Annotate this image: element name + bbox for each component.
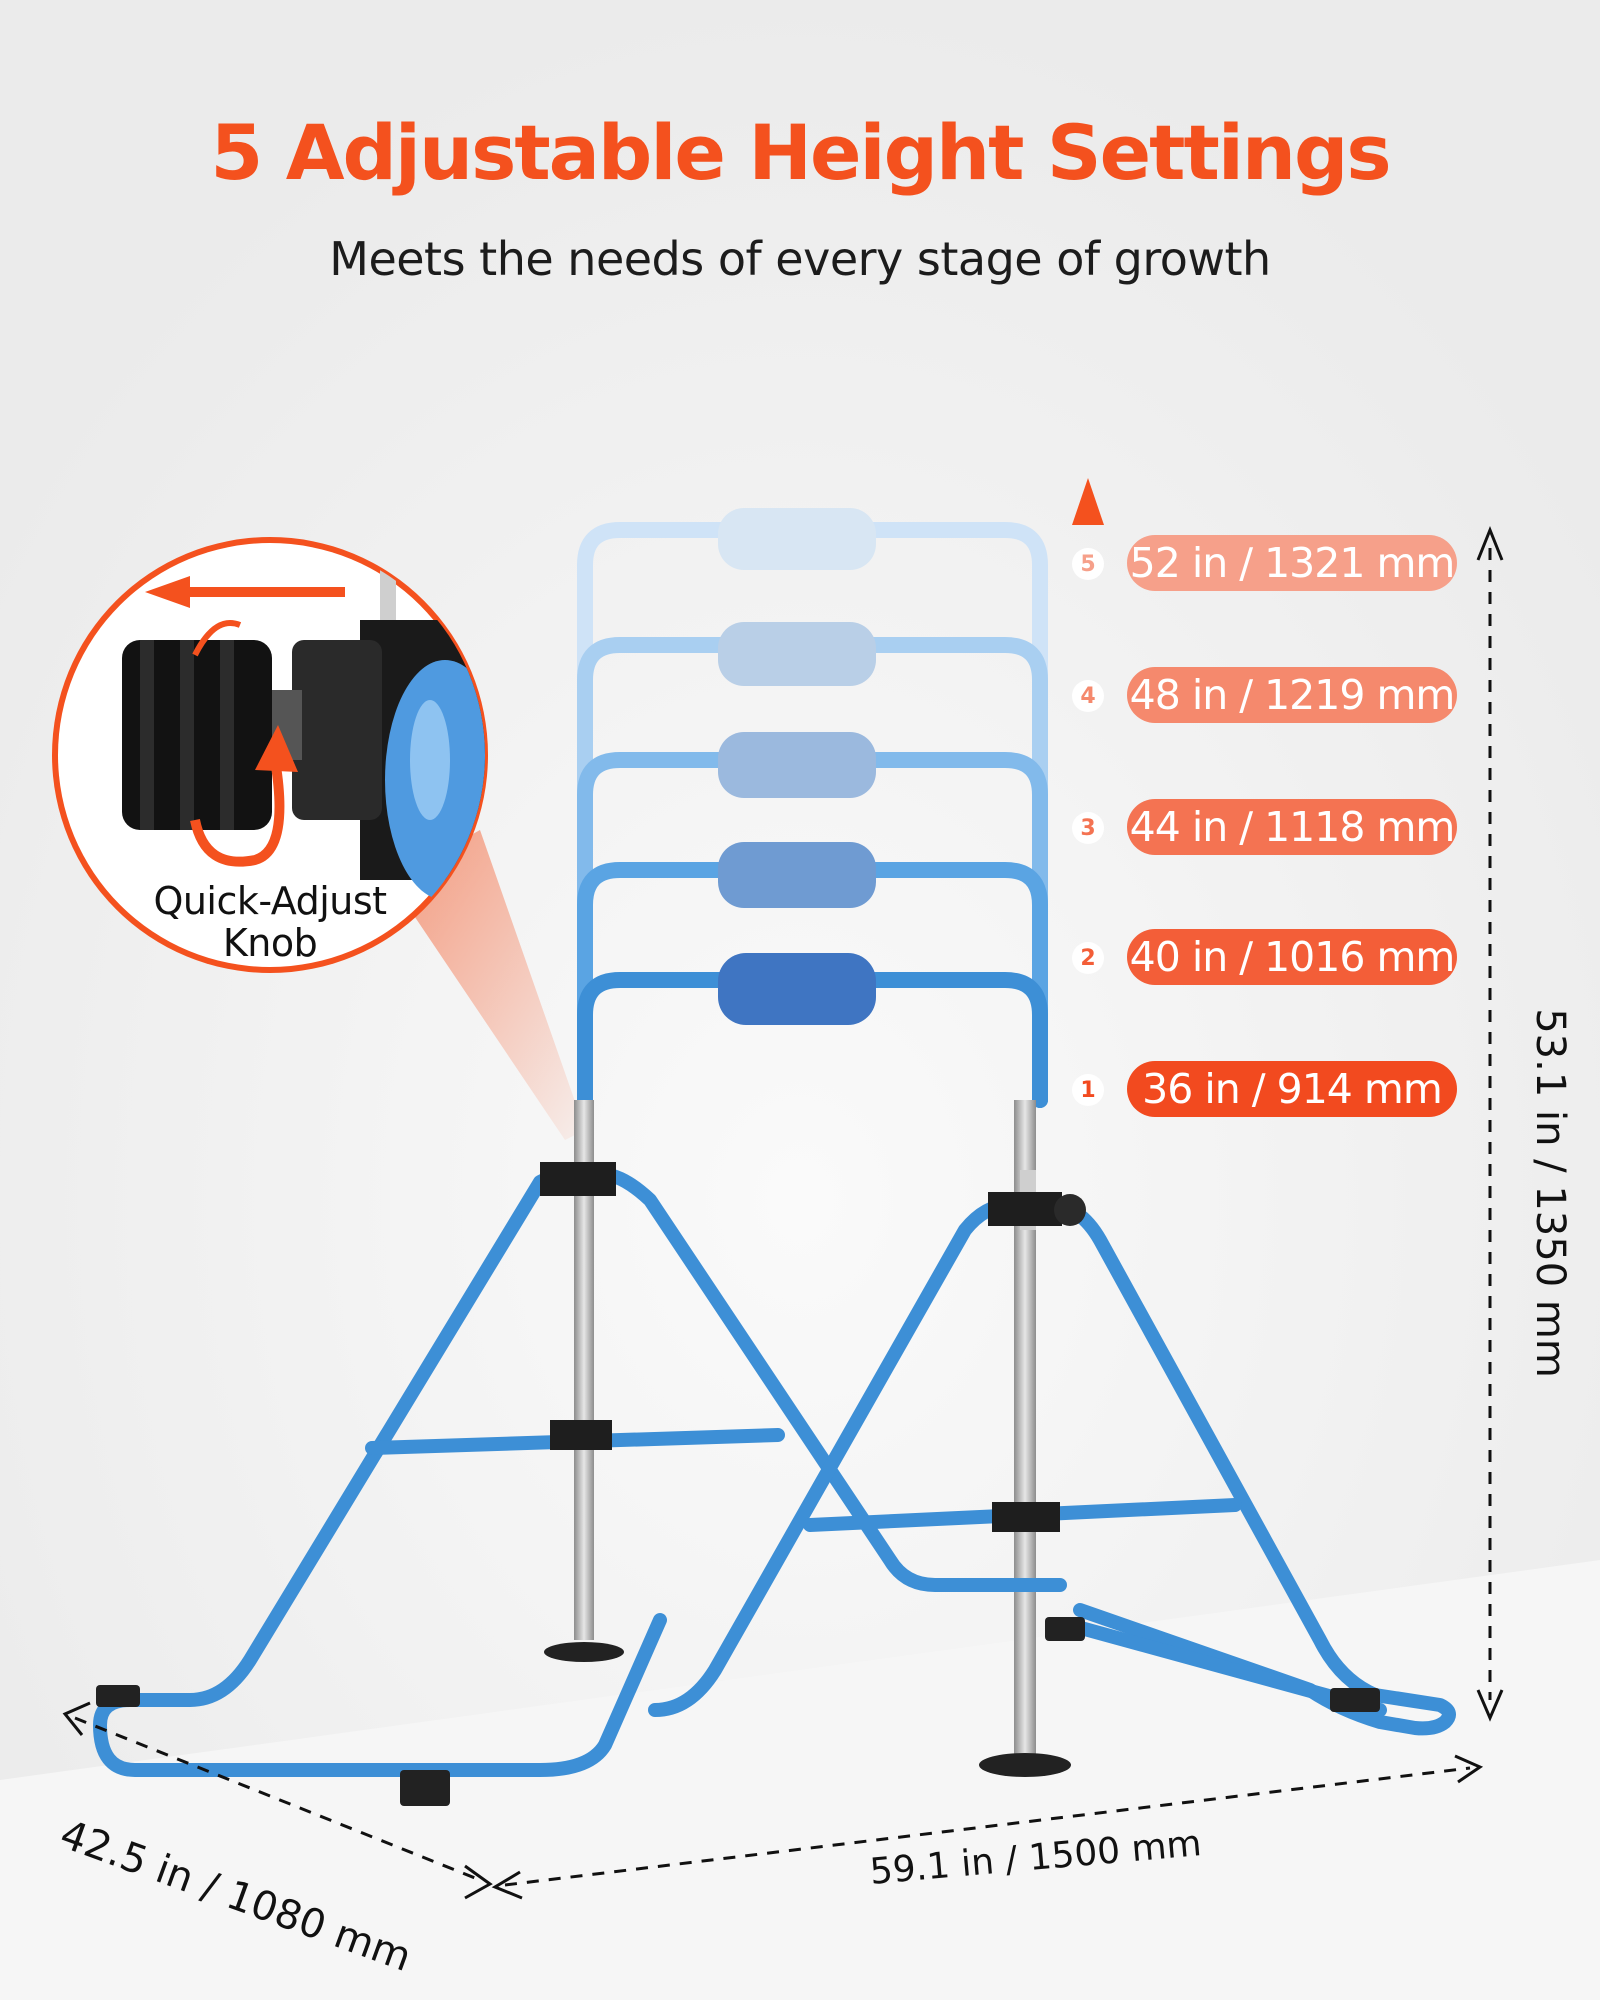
height-setting-pill: 48 in / 1219 mm: [1127, 667, 1457, 723]
height-setting-pill: 40 in / 1016 mm: [1127, 929, 1457, 985]
left-pole: [574, 1100, 594, 1640]
foam-pad-4: [718, 622, 876, 686]
right-top-clamp: [988, 1192, 1062, 1226]
knob-closeup: [122, 540, 485, 900]
left-foot: [544, 1642, 624, 1662]
end-cap: [1045, 1617, 1085, 1641]
height-step-number: 3: [1072, 812, 1104, 844]
height-step-number: 5: [1072, 548, 1104, 580]
height-arrow-head: [1072, 478, 1104, 525]
height-step-number: 1: [1072, 1074, 1104, 1106]
foam-pad-3: [718, 732, 876, 798]
knob-label: Quick-Adjust Knob: [120, 880, 420, 964]
left-mid-clamp: [550, 1420, 612, 1450]
callout-beam: [390, 830, 585, 1140]
height-setting-pill: 36 in / 914 mm: [1127, 1061, 1457, 1117]
foam-pad-2: [718, 842, 876, 908]
end-cap: [400, 1770, 450, 1806]
width-dimension-line: [504, 1766, 1471, 1887]
left-top-clamp: [540, 1162, 616, 1196]
knob-label-line2: Knob: [222, 921, 318, 965]
end-cap: [1330, 1688, 1380, 1712]
rotate-arrow-icon: [190, 759, 285, 867]
page-title: 5 Adjustable Height Settings: [210, 108, 1391, 197]
height-step-number: 2: [1072, 942, 1104, 974]
foam-pad-1: [718, 953, 876, 1025]
height-step-number: 4: [1072, 680, 1104, 712]
foam-pad-5: [718, 508, 876, 570]
height-setting-pill: 44 in / 1118 mm: [1127, 799, 1457, 855]
right-mid-clamp: [992, 1502, 1060, 1532]
end-cap: [96, 1685, 140, 1707]
knob-on-frame: [1054, 1194, 1086, 1226]
right-pole: [1014, 1100, 1036, 1760]
right-foot: [979, 1753, 1071, 1777]
knob-label-line1: Quick-Adjust: [153, 879, 387, 923]
height-setting-pill: 52 in / 1321 mm: [1127, 535, 1457, 591]
page-subtitle: Meets the needs of every stage of growth: [329, 232, 1271, 286]
depth-dimension-line: [74, 1716, 481, 1882]
rotate-arrow-icon: [192, 620, 242, 657]
height-dimension-label: 53.1 in / 1350 mm: [1527, 1008, 1573, 1378]
